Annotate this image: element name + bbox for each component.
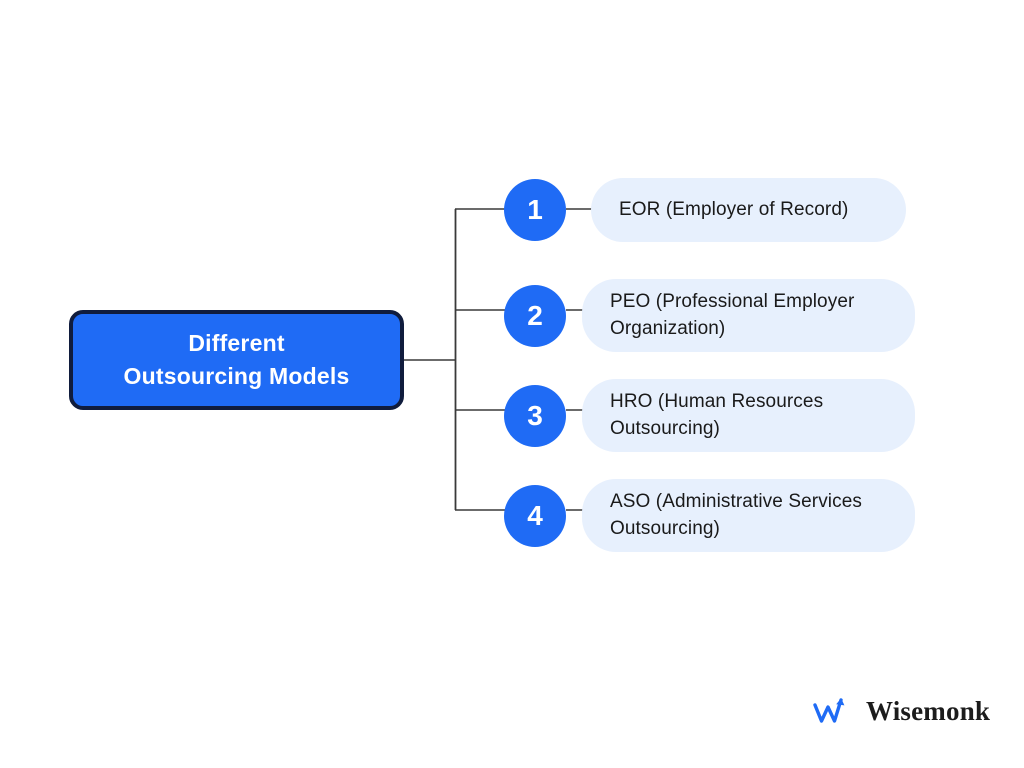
branch-item-2[interactable]: 2 PEO (Professional Employer Organizatio… — [504, 279, 915, 352]
root-node-title-line-2: Outsourcing Models — [123, 363, 350, 389]
branch-label-text-3: HRO (Human Resources Outsourcing) — [610, 391, 824, 439]
branch-label-text-2: PEO (Professional Employer Organization) — [610, 291, 855, 339]
branch-number-badge-3: 3 — [504, 384, 566, 447]
branch-label-text-4: ASO (Administrative Services Outsourcing… — [610, 491, 862, 539]
branch-number-badge-4: 4 — [504, 484, 566, 547]
branch-label-pill-4[interactable]: ASO (Administrative Services Outsourcing… — [582, 479, 915, 552]
branch-label-text-1: EOR (Employer of Record) — [619, 198, 849, 220]
branch-label-pill-2[interactable]: PEO (Professional Employer Organization) — [582, 279, 915, 352]
branch-item-1[interactable]: 1 EOR (Employer of Record) — [504, 178, 906, 242]
branch-number-badge-2: 2 — [504, 284, 566, 347]
branch-label-pill-1[interactable]: EOR (Employer of Record) — [591, 178, 906, 242]
branch-item-3[interactable]: 3 HRO (Human Resources Outsourcing) — [504, 379, 915, 452]
root-node[interactable]: Different Outsourcing Models — [69, 310, 404, 410]
branch-number-badge-1: 1 — [504, 179, 566, 241]
root-node-title-line-1: Different — [188, 330, 285, 357]
brand-logo: Wisemonk — [812, 694, 990, 728]
wisemonk-w-arrow-icon — [813, 698, 845, 723]
brand-name-text: Wisemonk — [866, 695, 991, 726]
branch-label-pill-3[interactable]: HRO (Human Resources Outsourcing) — [582, 379, 915, 452]
branch-item-4[interactable]: 4 ASO (Administrative Services Outsourci… — [504, 479, 915, 552]
